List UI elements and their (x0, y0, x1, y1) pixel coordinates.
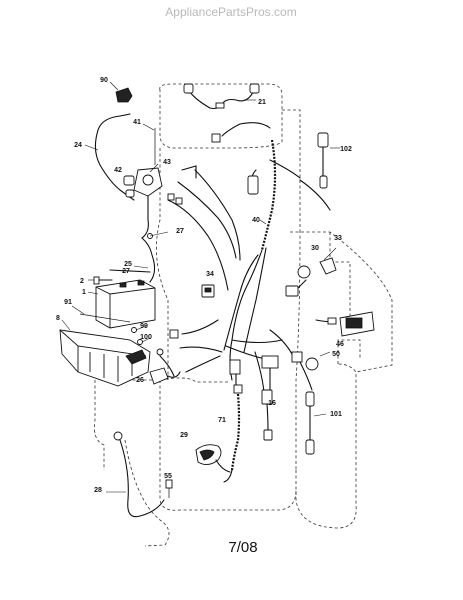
lower-harness (156, 319, 283, 393)
callout-24: 24 (74, 142, 82, 149)
part-71-coiled-lead (223, 384, 243, 483)
part-26-ground-clip (149, 367, 181, 385)
callout-28: 28 (94, 487, 102, 494)
part-34-switch (201, 284, 215, 298)
callout-50: 50 (332, 351, 340, 358)
callout-8: 8 (56, 315, 60, 322)
callout-26: 26 (136, 377, 144, 384)
part-29-switch (195, 444, 231, 473)
callout-91: 91 (64, 299, 72, 306)
part-24-cable (84, 113, 135, 201)
part-41-43-42-solenoid (123, 123, 163, 239)
part-91-8-tray (59, 305, 151, 387)
part-27-25-straps (109, 231, 169, 283)
callout-34: 34 (206, 271, 214, 278)
callout-90: 90 (100, 77, 108, 84)
callout-27-lower: 27 (122, 268, 130, 275)
callout-55: 55 (164, 473, 172, 480)
callout-42: 42 (114, 167, 122, 174)
part-40-main-harness (167, 122, 331, 381)
callout-16: 16 (268, 400, 276, 407)
part-2-bolt (88, 276, 113, 285)
part-16-connector (261, 389, 273, 441)
callout-102: 102 (340, 146, 352, 153)
callout-2: 2 (80, 278, 84, 285)
part-102-lead (317, 132, 340, 189)
part-101-lead (305, 391, 327, 455)
part-99-100-fasteners (131, 325, 151, 345)
part-1-battery (87, 279, 156, 329)
callout-1: 1 (82, 289, 86, 296)
part-90-block (109, 81, 133, 103)
watermark-text: AppliancePartsPros.com (165, 5, 296, 19)
callout-40: 40 (252, 217, 260, 224)
part-21-front-harness (183, 83, 260, 110)
date-code: 7/08 (228, 539, 257, 556)
callout-101: 101 (330, 411, 342, 418)
part-50-connectors (269, 329, 331, 391)
callout-41: 41 (133, 119, 141, 126)
callout-21: 21 (258, 99, 266, 106)
callout-labels: 90 21 41 24 43 42 102 27 40 33 30 25 27 … (56, 77, 352, 494)
part-28-55-rear-cable (106, 431, 173, 518)
part-46-module (315, 311, 375, 337)
part-33-key (319, 247, 337, 275)
callout-29: 29 (180, 432, 188, 439)
callout-25: 25 (124, 261, 132, 268)
callout-99: 99 (140, 323, 148, 330)
callout-46: 46 (336, 341, 344, 348)
callout-43: 43 (163, 159, 171, 166)
callout-27-upper: 27 (176, 228, 184, 235)
callout-33: 33 (334, 235, 342, 242)
callout-30: 30 (311, 245, 319, 252)
callout-71: 71 (218, 417, 226, 424)
callout-100: 100 (140, 334, 152, 341)
part-30-ignition-switch (285, 265, 311, 297)
